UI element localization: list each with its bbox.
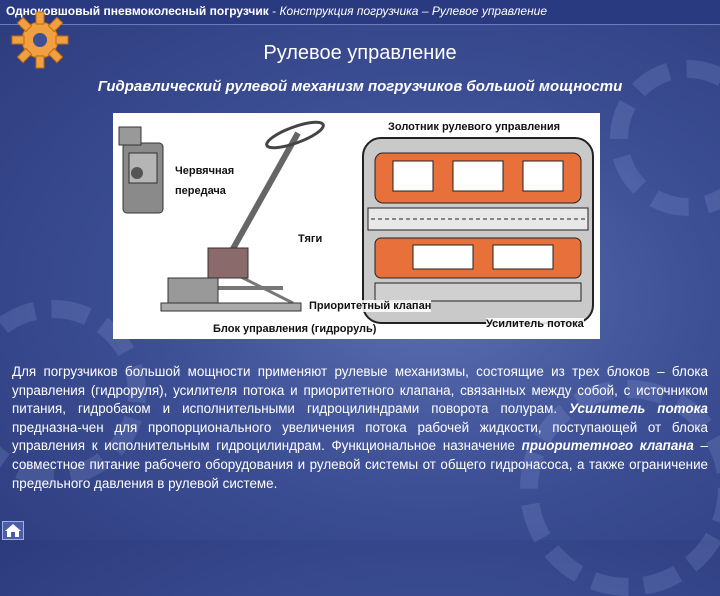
header-title: Одноковшовый пневмоколесный погрузчик - …	[6, 4, 547, 18]
header-section-title: Конструкция погрузчика – Рулевое управле…	[279, 4, 548, 18]
body-highlight-priority-valve: приоритетного клапана	[521, 438, 694, 454]
gear-icon	[11, 11, 69, 69]
label-spool: Золотник рулевого управления	[388, 121, 561, 133]
slide-subtitle: Гидравлический рулевой механизм погрузчи…	[97, 78, 623, 95]
body-highlight-flow-amplifier: Усилитель потока	[569, 401, 708, 417]
slide-header: Одноковшовый пневмоколесный погрузчик - …	[0, 0, 720, 25]
steering-column	[222, 120, 325, 265]
home-icon	[5, 524, 21, 537]
header-course-title: Одноковшовый пневмоколесный погрузчик	[6, 4, 269, 18]
worm-gear-assembly	[118, 126, 164, 214]
spool-valve-section	[362, 137, 594, 324]
label-worm-gear-2: передача	[175, 185, 226, 197]
body-text-part-1: Для погрузчиков большой мощности применя…	[12, 364, 708, 417]
label-priority-valve: Приоритетный клапан	[309, 300, 432, 312]
label-rods: Тяги	[298, 233, 323, 245]
label-control-block: Блок управления (гидроруль)	[213, 323, 377, 335]
steering-mechanism-figure: Золотник рулевого управления Червячная п…	[113, 113, 600, 339]
body-text-part-2: предназна-чен для пропорционального увел…	[12, 419, 708, 454]
label-worm-gear: Червячная	[175, 165, 235, 177]
body-text-part-3: – совместное питание рабочего оборудован…	[12, 438, 708, 491]
hydraulic-control-block	[160, 277, 302, 312]
header-separator: -	[272, 4, 277, 18]
body-paragraph: Для погрузчиков большой мощности применя…	[12, 363, 708, 493]
label-flow-amplifier: Усилитель потока	[486, 318, 584, 330]
slide-title: Рулевое управление	[263, 42, 457, 64]
steering-diagram	[118, 120, 594, 324]
home-button[interactable]	[2, 521, 24, 540]
